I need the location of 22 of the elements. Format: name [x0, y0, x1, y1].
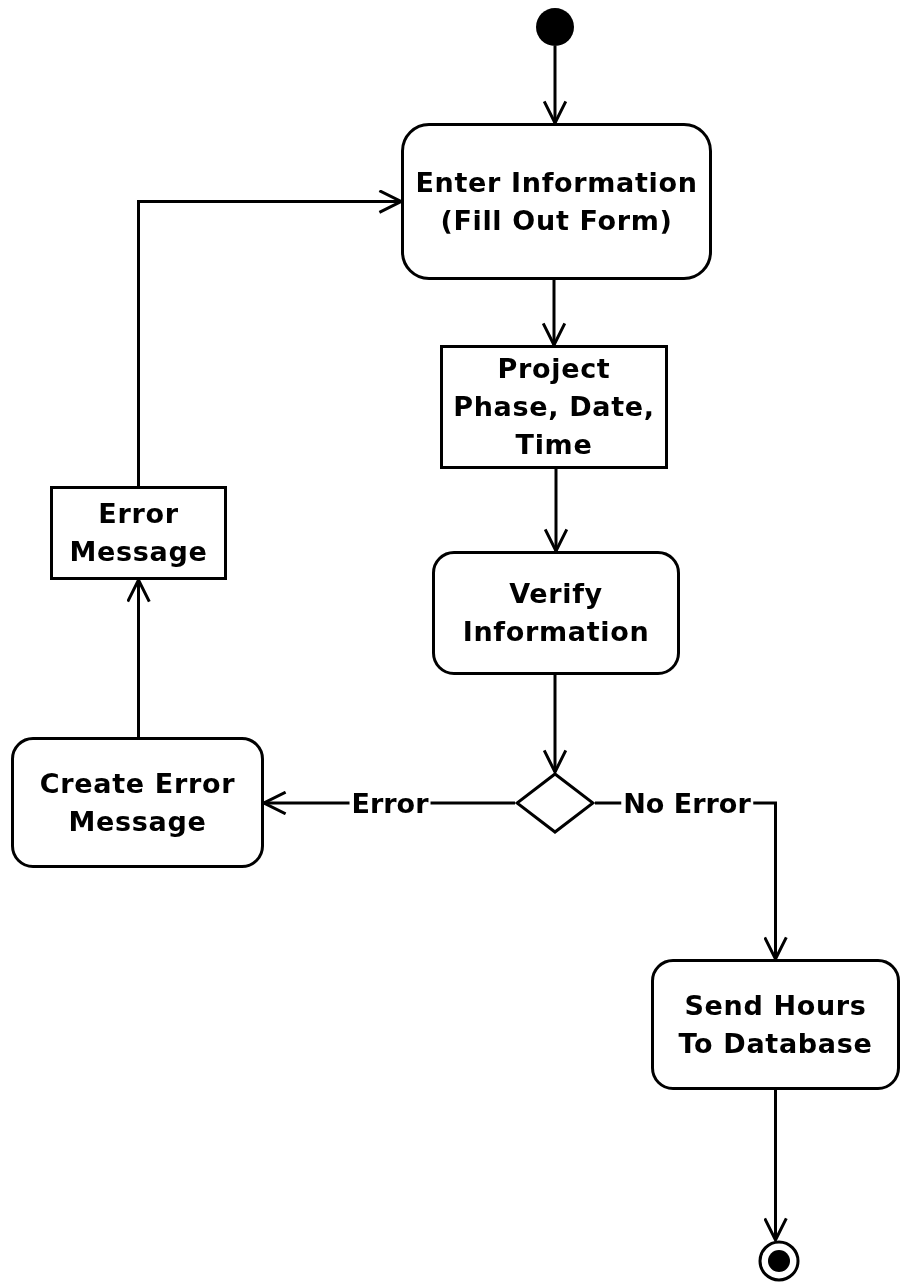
- activity-box: [11, 737, 264, 868]
- arrow: [126, 578, 151, 737]
- node-text: Enter Information (Fill Out Form): [414, 165, 699, 238]
- node-text: Project Phase, Date, Time: [452, 352, 656, 462]
- node-text: Verify Information: [461, 577, 651, 649]
- activity-box: [651, 959, 900, 1090]
- arrow: [542, 675, 568, 774]
- arrow: [541, 280, 567, 347]
- activity-box: [432, 551, 680, 675]
- arrow: [542, 46, 568, 125]
- initial-node: [536, 8, 574, 46]
- arrow: [763, 1090, 788, 1242]
- node-text: Send Hours To Database: [677, 988, 874, 1061]
- arrow: [543, 469, 569, 553]
- object-box: [50, 486, 227, 580]
- final-node: [758, 1240, 800, 1282]
- activity-box: [401, 123, 712, 280]
- node-text: Error Message: [68, 497, 209, 569]
- decision-diamond: [515, 772, 595, 834]
- object-box: [440, 345, 668, 469]
- arrow: [137, 189, 403, 486]
- node-text: Create Error Message: [38, 766, 237, 839]
